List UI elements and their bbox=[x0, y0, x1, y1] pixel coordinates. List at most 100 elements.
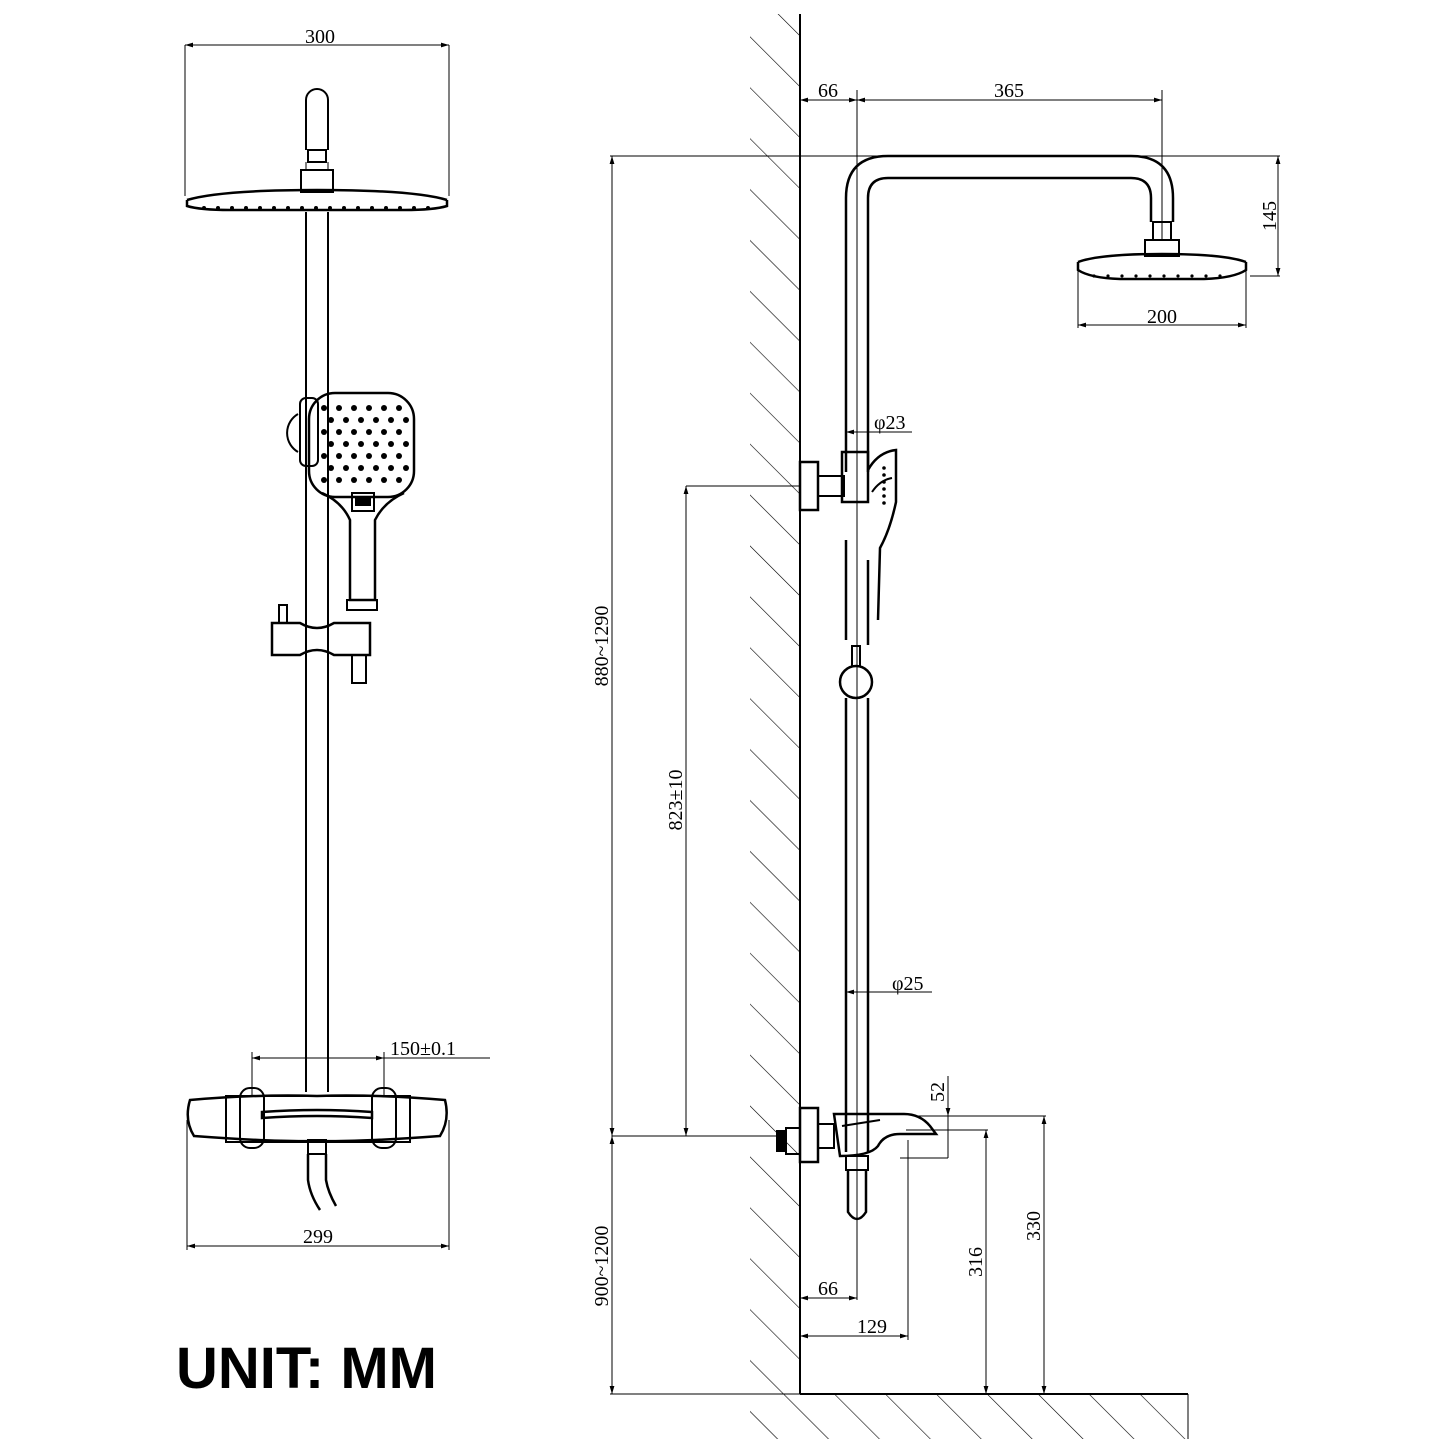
nozzle-dot bbox=[1218, 274, 1222, 278]
head-diameter-value: 200 bbox=[1147, 306, 1177, 328]
top-wall-offset-dimension: 66 bbox=[800, 80, 858, 1300]
unit-label: UNIT: MM bbox=[176, 1336, 437, 1401]
valve-outlet-height-dimension: 330 bbox=[1023, 1116, 1047, 1394]
nozzle-dot bbox=[358, 465, 364, 471]
nozzle-dot bbox=[381, 453, 387, 459]
nozzle-dot bbox=[403, 465, 409, 471]
nozzle-dot bbox=[343, 465, 349, 471]
nozzle-dot bbox=[381, 429, 387, 435]
nozzle-dot bbox=[343, 441, 349, 447]
nozzle-dot bbox=[356, 206, 360, 210]
nozzle-dot bbox=[244, 206, 248, 210]
nozzle-dot bbox=[1092, 274, 1096, 278]
nozzle-dot bbox=[258, 206, 262, 210]
bottom-wall-offset-dimension: 66 bbox=[800, 1278, 857, 1301]
bottom-wall-offset-value: 66 bbox=[818, 1278, 838, 1300]
nozzle-dot bbox=[321, 405, 327, 411]
nozzle-dot bbox=[388, 441, 394, 447]
nozzle-dot bbox=[373, 441, 379, 447]
side-lower-riser-pipe bbox=[844, 698, 870, 1152]
head-diameter-dimension: 200 bbox=[1077, 270, 1247, 328]
nozzle-dot bbox=[403, 441, 409, 447]
upper-pipe-diameter-value: φ23 bbox=[874, 412, 906, 434]
spout-reach-value: 129 bbox=[857, 1316, 887, 1338]
nozzle-dot bbox=[328, 465, 334, 471]
nozzle-dot bbox=[1162, 274, 1166, 278]
nozzle-dot bbox=[882, 473, 886, 477]
nozzle-dot bbox=[384, 206, 388, 210]
nozzle-dot bbox=[358, 417, 364, 423]
nozzle-dot bbox=[426, 206, 430, 210]
nozzle-dot bbox=[351, 477, 357, 483]
front-thermostatic-valve bbox=[186, 1087, 448, 1211]
nozzle-dot bbox=[336, 429, 342, 435]
floor bbox=[610, 1393, 1189, 1439]
inlet-spacing-value: 150±0.1 bbox=[390, 1038, 456, 1060]
valve-width-dimension: 299 bbox=[186, 1120, 450, 1250]
lower-pipe-diameter-value: φ25 bbox=[892, 973, 924, 995]
head-drop-value: 145 bbox=[1259, 201, 1281, 231]
nozzle-dot bbox=[328, 206, 332, 210]
side-hand-shower bbox=[844, 448, 898, 645]
upper-pipe-diameter-dimension: φ23 bbox=[846, 412, 912, 435]
nozzle-dot bbox=[230, 206, 234, 210]
side-slider-knob bbox=[838, 645, 874, 700]
valve-outlet-height-value: 330 bbox=[1023, 1211, 1045, 1241]
arm-reach-value: 365 bbox=[994, 80, 1024, 102]
nozzle-dot bbox=[1176, 274, 1180, 278]
nozzle-dot bbox=[373, 417, 379, 423]
nozzle-dot bbox=[396, 477, 402, 483]
front-view: 300 bbox=[176, 26, 490, 1401]
total-height-dimension: 880~1290 bbox=[591, 156, 776, 1137]
nozzle-dot bbox=[403, 417, 409, 423]
side-hand-shower-nozzles bbox=[882, 466, 886, 505]
head-width-value: 300 bbox=[305, 26, 335, 48]
nozzle-dot bbox=[381, 405, 387, 411]
nozzle-dot bbox=[336, 453, 342, 459]
nozzle-dot bbox=[286, 206, 290, 210]
nozzle-dot bbox=[882, 466, 886, 470]
nozzle-dot bbox=[388, 465, 394, 471]
side-wall-bracket bbox=[798, 450, 870, 512]
bracket-to-valve-value: 823±10 bbox=[665, 770, 687, 831]
inlet-spacing-dimension: 150±0.1 bbox=[251, 1038, 490, 1096]
nozzle-dot bbox=[321, 429, 327, 435]
nozzle-dot bbox=[336, 477, 342, 483]
nozzle-dot bbox=[366, 477, 372, 483]
side-rain-head-nozzles bbox=[1092, 274, 1222, 278]
spout-height-dimension: 316 bbox=[906, 1129, 989, 1394]
nozzle-dot bbox=[366, 429, 372, 435]
arm-reach-dimension: 365 bbox=[857, 80, 1163, 240]
front-hand-shower bbox=[286, 391, 416, 611]
nozzle-dot bbox=[216, 206, 220, 210]
nozzle-dot bbox=[366, 405, 372, 411]
nozzle-dot bbox=[1148, 274, 1152, 278]
side-rain-shower-head bbox=[1076, 252, 1248, 281]
nozzle-dot bbox=[396, 429, 402, 435]
head-drop-dimension: 145 bbox=[610, 155, 1281, 277]
nozzle-dot bbox=[1106, 274, 1110, 278]
nozzle-dot bbox=[381, 477, 387, 483]
spout-height-value: 316 bbox=[965, 1247, 987, 1277]
valve-height-dimension: 900~1200 bbox=[591, 1136, 615, 1394]
nozzle-dot bbox=[314, 206, 318, 210]
bracket-to-valve-dimension: 823±10 bbox=[665, 485, 800, 1136]
side-view: 66 365 145 bbox=[591, 14, 1281, 1439]
nozzle-dot bbox=[343, 417, 349, 423]
nozzle-dot bbox=[396, 405, 402, 411]
head-width-dimension: 300 bbox=[184, 26, 450, 196]
top-wall-offset-value: 66 bbox=[818, 80, 838, 102]
valve-height-value: 900~1200 bbox=[591, 1226, 613, 1307]
nozzle-dot bbox=[328, 417, 334, 423]
nozzle-dot bbox=[342, 206, 346, 210]
nozzle-dot bbox=[1204, 274, 1208, 278]
valve-body-height-value: 52 bbox=[927, 1082, 949, 1102]
nozzle-dot bbox=[351, 405, 357, 411]
wall bbox=[750, 14, 801, 1394]
nozzle-dot bbox=[882, 494, 886, 498]
nozzle-dot bbox=[882, 480, 886, 484]
valve-body-height-dimension: 52 bbox=[900, 1076, 1046, 1159]
hand-shower-nozzles bbox=[321, 405, 409, 483]
nozzle-dot bbox=[300, 206, 304, 210]
